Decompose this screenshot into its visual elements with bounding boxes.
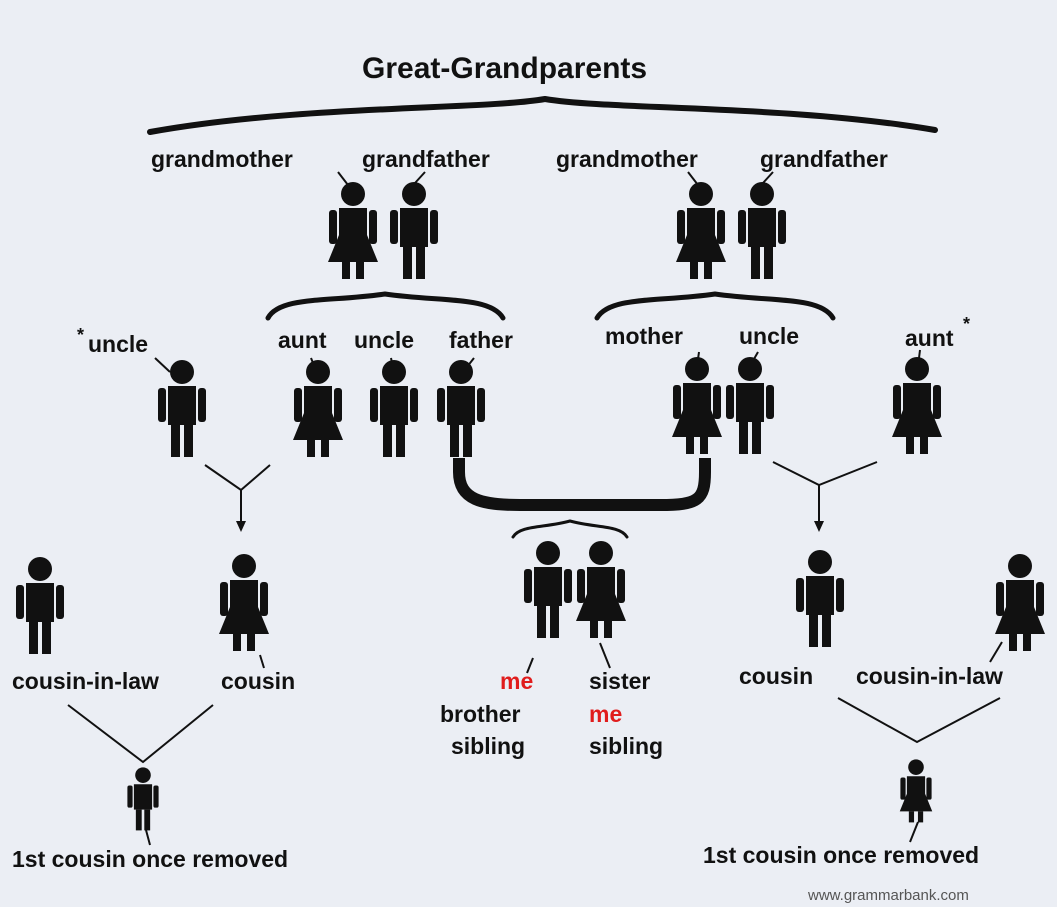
label-sibling-right: sibling	[589, 733, 664, 759]
label-me-right: me	[589, 701, 623, 727]
right-y-connector	[772, 461, 878, 528]
male-figure	[390, 182, 438, 279]
female-figure	[995, 554, 1045, 651]
label-me-left: me	[500, 668, 534, 694]
left-y-connector	[204, 464, 271, 528]
female-figure	[293, 360, 343, 457]
female-figure	[892, 357, 942, 454]
label-first-cousin-once-removed-left: 1st cousin once removed	[12, 846, 289, 872]
female-figure	[576, 541, 626, 638]
label-uncle-right: uncle	[739, 323, 800, 349]
male-figure	[370, 360, 418, 457]
label-uncle-far-left: uncle	[88, 331, 149, 357]
label-mother: mother	[605, 323, 683, 349]
male-figure	[437, 360, 485, 457]
label-grandfather-right: grandfather	[760, 146, 888, 172]
female-figure	[676, 182, 726, 279]
label-grandfather-left: grandfather	[362, 146, 490, 172]
left-children-brace	[265, 291, 506, 321]
label-aunt-left: aunt	[278, 327, 327, 353]
label-cousin-in-law-left: cousin-in-law	[12, 668, 159, 694]
label-grandmother-left: grandmother	[151, 146, 293, 172]
watermark: www.grammarbank.com	[808, 887, 969, 904]
male-figure	[16, 557, 64, 654]
asterisk-right: *	[963, 314, 971, 334]
right-children-brace	[594, 291, 836, 321]
siblings-brace	[511, 519, 629, 539]
label-cousin-right: cousin	[739, 663, 814, 689]
female-figure	[672, 357, 722, 454]
male-figure	[738, 182, 786, 279]
female-figure	[328, 182, 378, 279]
left-v-connector	[67, 704, 214, 764]
child-male-figure	[127, 767, 159, 831]
label-first-cousin-once-removed-right: 1st cousin once removed	[703, 842, 980, 868]
figures	[16, 182, 1045, 831]
male-figure	[158, 360, 206, 457]
label-sister: sister	[589, 668, 651, 694]
child-female-figure	[899, 759, 933, 823]
label-cousin-left: cousin	[221, 668, 296, 694]
label-grandmother-right: grandmother	[556, 146, 698, 172]
pointer-ticks	[145, 171, 1003, 846]
male-figure	[796, 550, 844, 647]
marriage-connector	[453, 458, 711, 511]
right-v-connector	[837, 697, 1001, 744]
label-aunt-far-right: aunt	[905, 325, 954, 351]
label-sibling-left: sibling	[451, 733, 526, 759]
label-brother: brother	[440, 701, 521, 727]
male-figure	[524, 541, 572, 638]
asterisk-left: *	[77, 325, 85, 345]
label-father: father	[449, 327, 513, 353]
male-figure	[726, 357, 774, 454]
label-uncle-left: uncle	[354, 327, 415, 353]
diagram-title: Great-Grandparents	[362, 52, 648, 85]
great-grandparents-brace	[147, 95, 938, 135]
female-figure	[219, 554, 269, 651]
label-cousin-in-law-right: cousin-in-law	[856, 663, 1003, 689]
